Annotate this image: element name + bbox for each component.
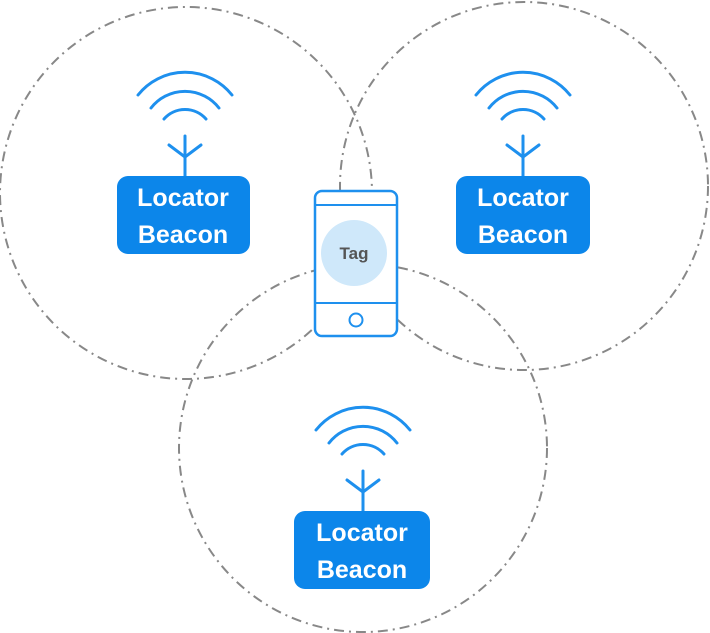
antenna-icon [167, 134, 203, 178]
beacon-left: Locator Beacon [117, 70, 250, 254]
antenna-icon [345, 469, 381, 513]
beacon-label-line2: Beacon [138, 221, 228, 249]
tag-circle [321, 220, 387, 286]
beacon-label-line1: Locator [477, 184, 569, 212]
beacon-label-line1: Locator [316, 519, 408, 547]
beacon-box [456, 176, 590, 254]
antenna-icon [505, 134, 541, 178]
beacon-box [294, 511, 430, 589]
wifi-signal-icon [136, 70, 234, 121]
phone-home-button [348, 312, 364, 328]
beacon-label-line1: Locator [137, 184, 229, 212]
beacon-right: Locator Beacon [456, 70, 590, 254]
beacon-label-line2: Beacon [317, 556, 407, 584]
range-circle-right [339, 1, 709, 371]
smartphone-icon: Tag [313, 189, 399, 338]
beacon-box [117, 176, 250, 254]
wifi-signal-icon [474, 70, 572, 121]
beacon-bottom: Locator Beacon [294, 405, 430, 589]
wifi-signal-icon [314, 405, 412, 456]
beacon-label-line2: Beacon [478, 221, 568, 249]
tag-label: Tag [340, 244, 369, 263]
